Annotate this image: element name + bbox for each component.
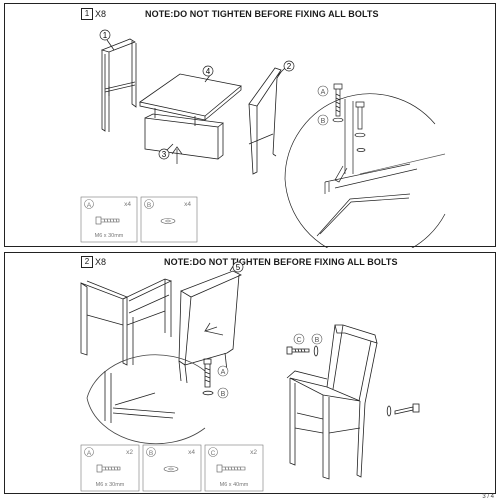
step-1-detail-view xyxy=(284,83,446,248)
step-2-quantity: X8 xyxy=(95,257,107,267)
step-1-illustration: 1 2 3 4 xyxy=(80,29,446,248)
svg-text:C: C xyxy=(211,450,216,457)
washer-icon xyxy=(354,132,366,138)
bolt-icon xyxy=(95,216,120,225)
chair-frame-partial xyxy=(80,278,173,366)
page-number: 3 / 4 xyxy=(482,494,494,500)
svg-text:B: B xyxy=(321,118,326,125)
callout-3: 3 xyxy=(162,150,167,159)
step-2-number: 2 xyxy=(81,256,93,268)
bolt-icon xyxy=(203,358,212,388)
svg-text:B: B xyxy=(221,391,226,398)
step-2-note: NOTE:DO NOT TIGHTEN BEFORE FIXING ALL BO… xyxy=(164,257,398,267)
svg-text:B: B xyxy=(147,202,151,209)
part-b-count: x4 xyxy=(184,201,191,208)
svg-text:A: A xyxy=(87,202,92,209)
svg-text:A: A xyxy=(321,89,326,96)
arrow-up-icon xyxy=(171,146,183,164)
bolt-icon xyxy=(216,464,246,473)
right-side-frame xyxy=(248,67,282,175)
step-1-callouts: 1 2 3 4 xyxy=(99,29,295,160)
step-1-quantity: X8 xyxy=(95,9,107,19)
bolt-icon xyxy=(355,101,365,130)
svg-text:B: B xyxy=(149,450,153,457)
part-a-count: x4 xyxy=(124,201,131,208)
assembled-chair xyxy=(286,324,378,480)
callout-2: 2 xyxy=(287,62,292,71)
washer-icon xyxy=(160,218,176,224)
step-1-number: 1 xyxy=(81,8,93,20)
bolt-icon xyxy=(96,464,121,473)
part-a-spec: M6 x 30mm xyxy=(95,233,124,239)
step-1-header: 1 X8 xyxy=(81,8,106,20)
callout-1: 1 xyxy=(103,31,108,40)
callout-4: 4 xyxy=(206,67,211,76)
left-side-frame xyxy=(100,38,137,132)
washer-icon xyxy=(202,390,214,396)
svg-text:B: B xyxy=(315,337,320,344)
step-1-detail-labels: A B xyxy=(317,85,329,126)
bolt-icon xyxy=(333,83,343,117)
step-1-panel: 1 X8 NOTE:DO NOT TIGHTEN BEFORE FIXING A… xyxy=(4,3,496,248)
washer-icon xyxy=(332,117,344,123)
washer-icon xyxy=(163,466,179,472)
step-2-parts-list: A x2 M6 x 30mm B x4 C x2 xyxy=(80,444,264,492)
part-b-count: x4 xyxy=(188,449,195,456)
arrow-left-icon xyxy=(204,322,224,336)
washer-icon xyxy=(386,405,392,417)
svg-text:A: A xyxy=(87,450,92,457)
part-a-spec: M6 x 30mm xyxy=(96,482,125,488)
back-panel xyxy=(178,270,242,384)
step-2-panel: 2 X8 NOTE:DO NOT TIGHTEN BEFORE FIXING A… xyxy=(4,252,496,494)
bolt-icon xyxy=(394,403,420,415)
seat-panel xyxy=(144,113,224,160)
washer-icon xyxy=(313,345,319,357)
step-1-note: NOTE:DO NOT TIGHTEN BEFORE FIXING ALL BO… xyxy=(145,9,379,19)
svg-text:C: C xyxy=(296,337,301,344)
step-1-parts-list: A x4 M6 x 30mm B x4 xyxy=(80,196,198,243)
part-c-spec: M6 x 40mm xyxy=(220,482,249,488)
part-c-count: x2 xyxy=(250,449,257,456)
step-2-header: 2 X8 xyxy=(81,256,106,268)
part-a-count: x2 xyxy=(126,449,133,456)
svg-text:A: A xyxy=(221,369,226,376)
step-2-illustration: 5 A B C B A x2 xyxy=(80,261,420,492)
callout-5: 5 xyxy=(236,263,241,272)
step-2-detail-labels: A B C B xyxy=(217,333,323,399)
bolt-icon xyxy=(286,346,310,355)
table-top xyxy=(139,73,242,126)
